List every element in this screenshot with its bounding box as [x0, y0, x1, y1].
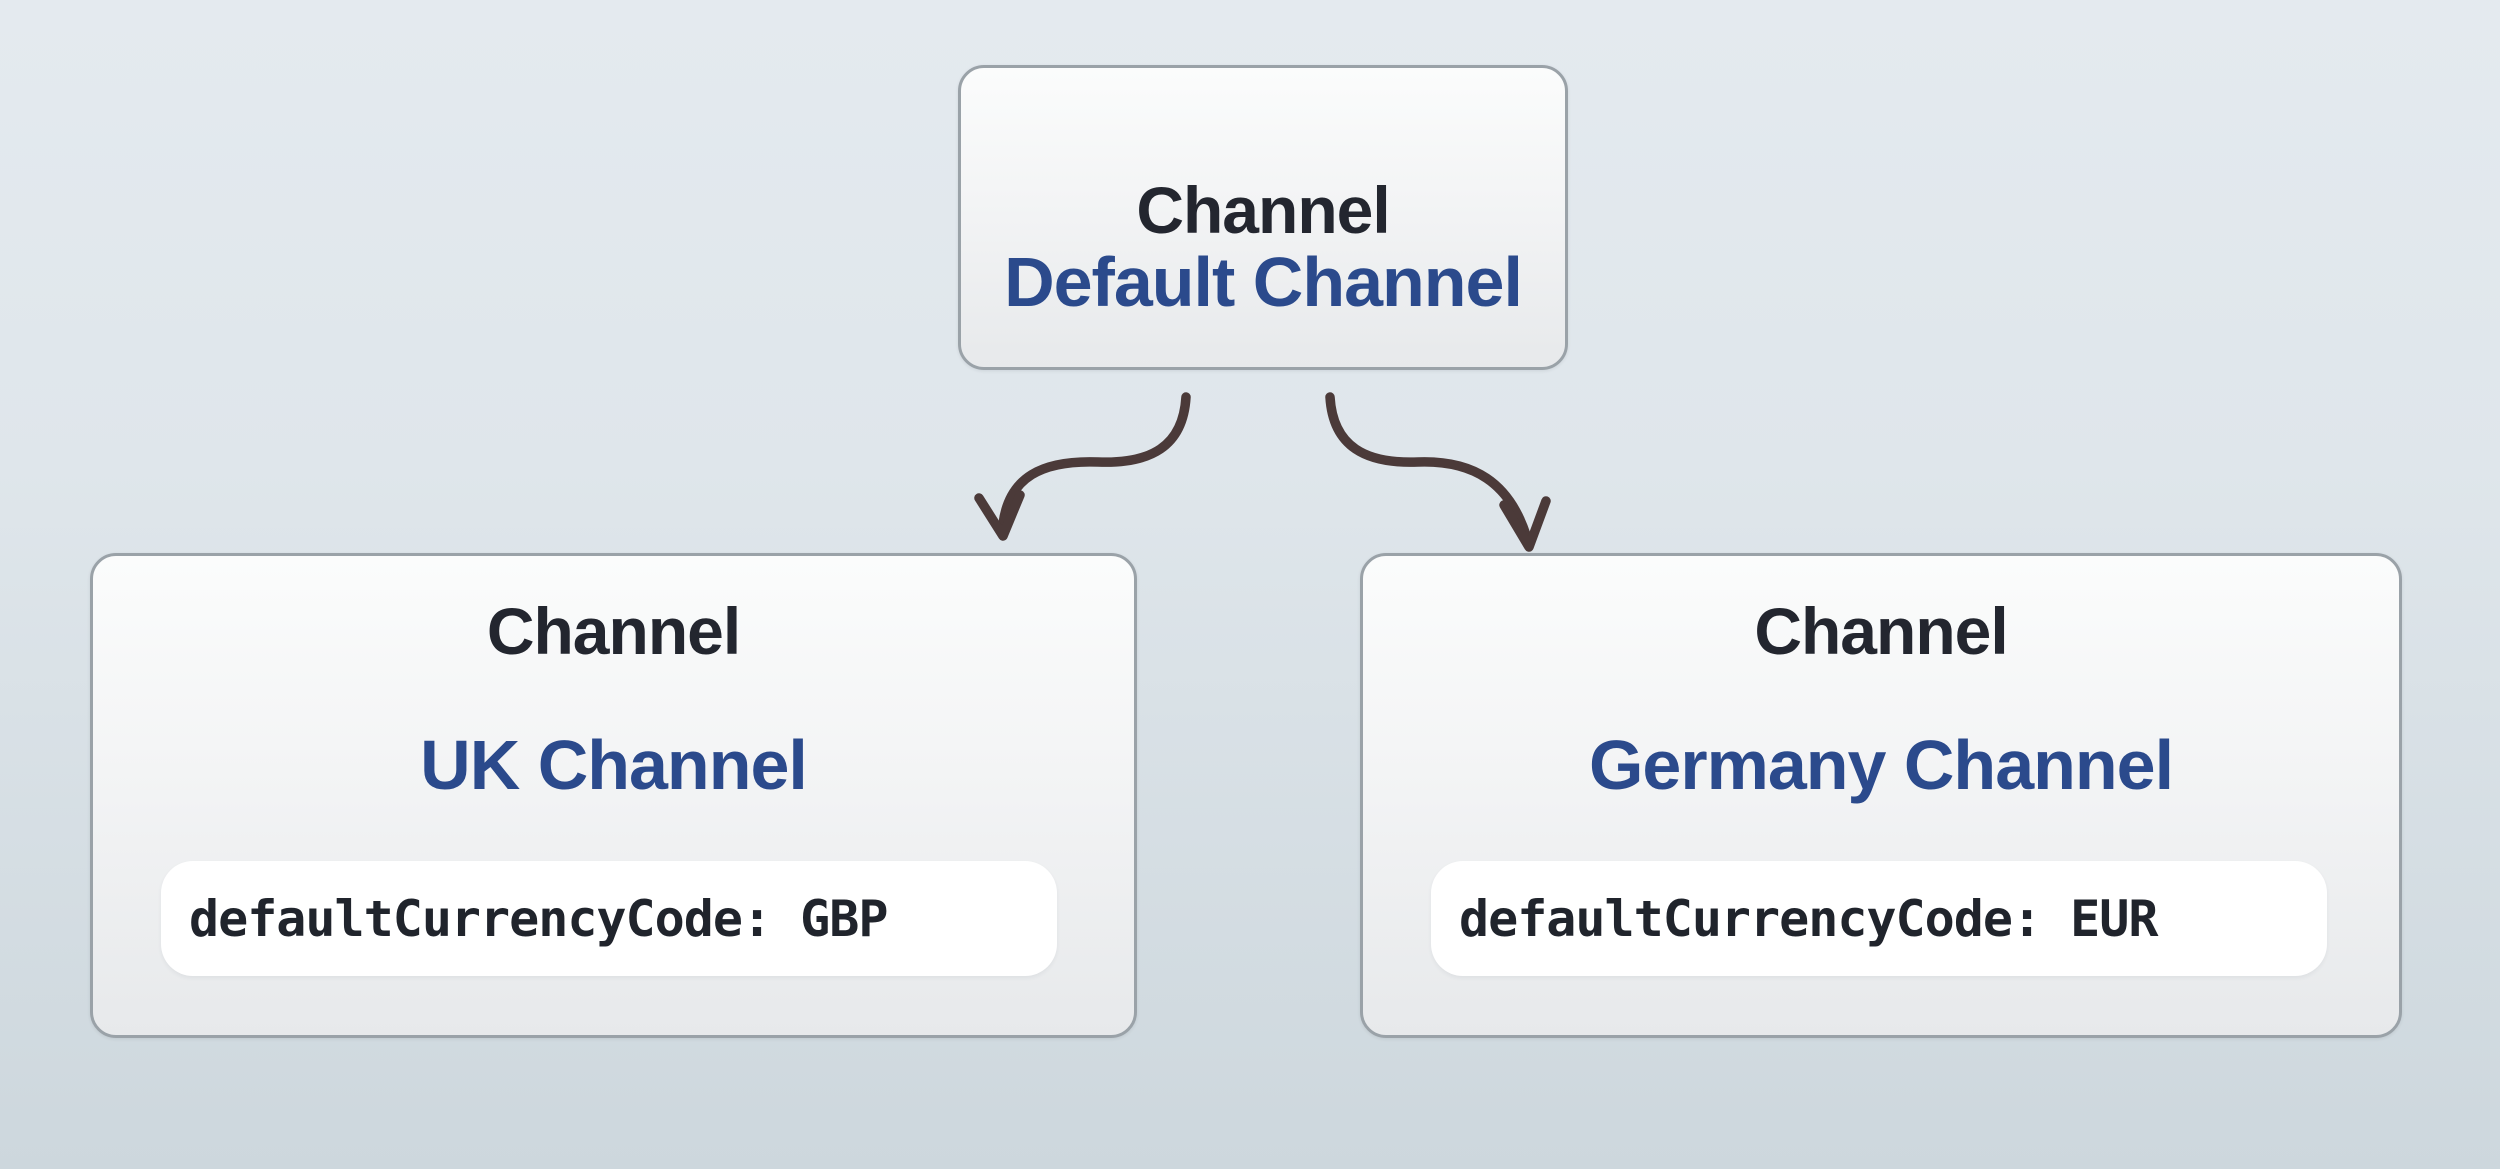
node-germany-channel: Channel Germany Channel defaultCurrencyC…: [1360, 553, 2402, 1038]
node-name-label: Germany Channel: [1588, 726, 2174, 804]
attribute-code-text: defaultCurrencyCode: GBP: [189, 889, 888, 948]
node-type-label: Channel: [1754, 594, 2008, 668]
node-type-label: Channel: [1136, 173, 1390, 247]
arrowhead-uk: [974, 490, 1025, 541]
arrowhead-germany: [1499, 496, 1551, 552]
attribute-pill: defaultCurrencyCode: EUR: [1431, 861, 2327, 976]
edge-root-to-germany: [1325, 392, 1531, 540]
node-uk-channel: Channel UK Channel defaultCurrencyCode: …: [90, 553, 1137, 1038]
node-default-channel: Channel Default Channel: [958, 65, 1568, 370]
node-name-label: UK Channel: [420, 726, 808, 804]
node-name-label: Default Channel: [1004, 243, 1523, 321]
attribute-pill: defaultCurrencyCode: GBP: [161, 861, 1057, 976]
attribute-code-text: defaultCurrencyCode: EUR: [1459, 889, 2158, 948]
edge-root-to-uk: [998, 392, 1191, 529]
node-type-label: Channel: [486, 594, 741, 668]
